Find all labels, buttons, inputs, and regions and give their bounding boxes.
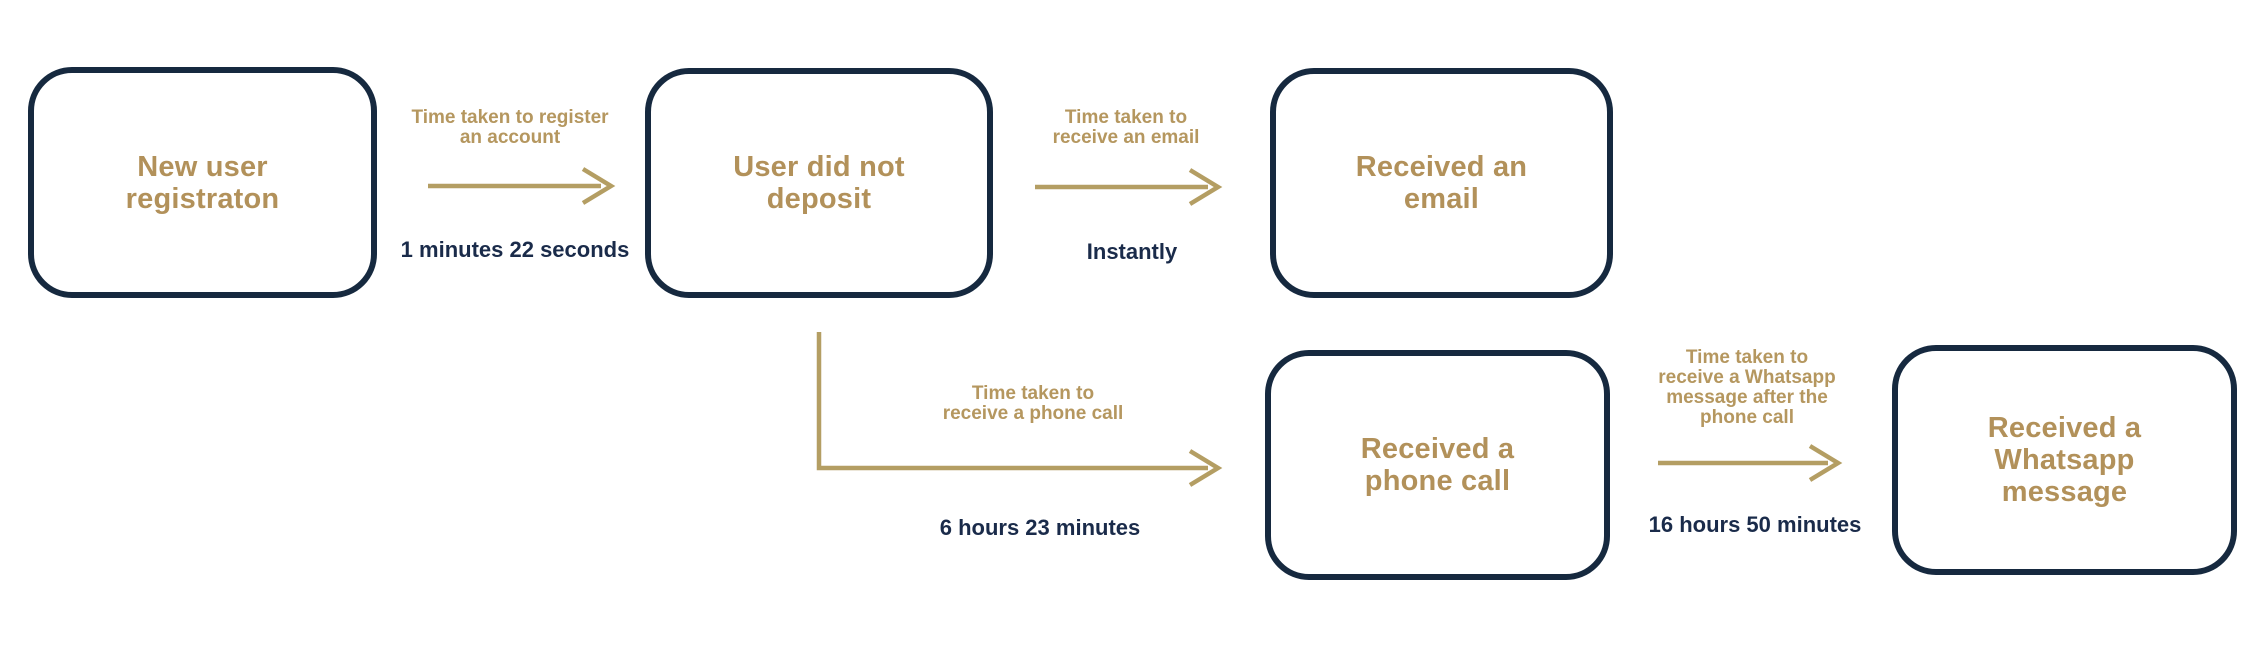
connector-email-time: Instantly: [1086, 239, 1178, 264]
connector-whatsapp-label: Time taken to receive a Whatsapp message…: [1658, 347, 1836, 428]
node-label: User did not deposit: [733, 151, 905, 215]
node-label: Received a Whatsapp message: [1987, 412, 2142, 508]
node-label: Received a phone call: [1360, 433, 1515, 497]
node-label: New user registraton: [125, 150, 280, 215]
node-received-email: Received an email: [1270, 68, 1613, 298]
arrow-register-head-icon: [581, 167, 616, 205]
node-new-user-registration: New user registraton: [28, 67, 377, 298]
connector-phone-time: 6 hours 23 minutes: [939, 515, 1141, 540]
arrow-email-head-icon: [1188, 168, 1223, 206]
connector-email-label: Time taken to receive an email: [1052, 107, 1200, 148]
connector-whatsapp-time: 16 hours 50 minutes: [1648, 512, 1862, 537]
node-received-phone-call: Received a phone call: [1265, 350, 1610, 580]
node-user-did-not-deposit: User did not deposit: [645, 68, 993, 298]
connector-register-label: Time taken to register an account: [411, 107, 609, 148]
connector-register-time: 1 minutes 22 seconds: [400, 237, 630, 262]
arrow-phone-head-icon: [1188, 449, 1223, 487]
node-label: Received an email: [1355, 151, 1528, 215]
node-received-whatsapp-message: Received a Whatsapp message: [1892, 345, 2237, 575]
arrow-whatsapp-head-icon: [1808, 444, 1843, 482]
connector-phone-label: Time taken to receive a phone call: [942, 383, 1124, 424]
